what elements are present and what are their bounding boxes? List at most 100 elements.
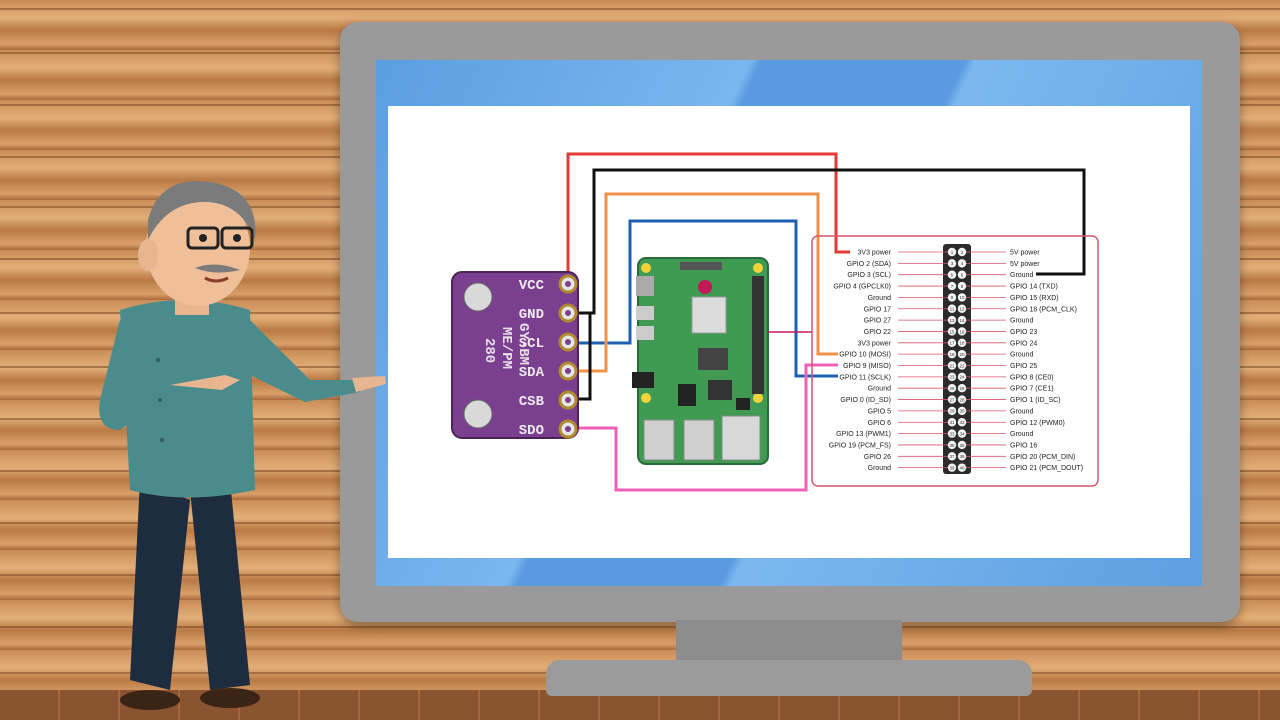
gpio-pin-even <box>957 338 967 347</box>
sensor-pin-center <box>565 368 571 374</box>
gpio-pin-even <box>957 418 967 427</box>
gpio-pin-odd <box>947 247 957 257</box>
gpio-pin-number: 38 <box>959 454 965 459</box>
gpio-pin-number: 17 <box>949 341 955 346</box>
scl-wire <box>568 219 838 378</box>
gpio-pin-number: 25 <box>949 386 955 391</box>
gpio-left-label: GPIO 6 <box>868 420 891 427</box>
gpio-pin-number: 7 <box>951 284 954 289</box>
sensor-pin-center <box>565 281 571 287</box>
gpio-right-label: Ground <box>1010 408 1033 415</box>
gpio-pin-number: 23 <box>949 375 955 380</box>
gpio-pin-even <box>957 270 967 279</box>
wires <box>566 152 1086 492</box>
gpio-pin-number: 19 <box>949 352 955 357</box>
gpio-right-label: GPIO 15 (RXD) <box>1010 295 1059 302</box>
gpio-left-label: GPIO 10 (MOSI) <box>839 352 891 359</box>
gpio-pin-number: 3 <box>951 261 954 266</box>
gpio-left-label: GPIO 19 (PCM_FS) <box>829 442 891 449</box>
gpio-pin-number: 4 <box>961 261 964 266</box>
gpio-pin-odd <box>947 281 957 291</box>
gpio-pin-number: 24 <box>959 375 965 380</box>
raspberry-pi-board <box>632 257 769 465</box>
gpio-pin-odd <box>947 418 957 427</box>
gpio-right-label: Ground <box>1010 272 1033 279</box>
gpio-pin-number: 30 <box>959 409 965 414</box>
gpio-right-label: GPIO 12 (PWM0) <box>1010 420 1065 427</box>
gpio-left-label: GPIO 3 (SCL) <box>847 272 891 279</box>
gpio-pin-number: 37 <box>949 454 955 459</box>
gpio-pin-number: 11 <box>950 307 955 312</box>
gpio-pin-number: 20 <box>959 352 965 357</box>
gpio-left-label: GPIO 27 <box>864 318 891 325</box>
gpio-left-label: GPIO 13 (PWM1) <box>836 431 891 438</box>
gpio-pin-odd <box>947 327 957 336</box>
gpio-pin-number: 32 <box>959 420 965 425</box>
sensor-pin-center <box>565 397 571 403</box>
gpio-pin-number: 39 <box>949 465 955 470</box>
gpio-pin-number: 16 <box>959 329 965 334</box>
gpio-left-label: GPIO 4 (GPCLK0) <box>833 284 891 291</box>
gpio-pin-odd <box>947 304 957 313</box>
gpio-pin-odd <box>947 429 957 438</box>
monitor-stand-neck <box>676 620 902 662</box>
gpio-right-label: GPIO 20 (PCM_DIN) <box>1010 454 1075 461</box>
gpio-left-label: GPIO 22 <box>864 329 891 336</box>
gpio-pin-even <box>957 259 967 268</box>
gpio-pin-number: 2 <box>961 250 964 255</box>
gpio-pin-odd <box>947 406 957 416</box>
gpio-pin-even <box>957 463 967 472</box>
gpio-pin-odd <box>947 463 957 472</box>
gpio-pin-number: 21 <box>949 363 955 368</box>
gpio-left-label: Ground <box>868 295 891 302</box>
board-label-1: GY-BM <box>515 323 531 365</box>
gpio-right-label: Ground <box>1010 318 1033 325</box>
sensor-pin-label: SDA <box>519 365 545 381</box>
gpio-left-label: GPIO 0 (ID_SD) <box>840 397 891 404</box>
gpio-right-label: Ground <box>1010 431 1033 438</box>
gpio-pin-even <box>957 372 967 382</box>
gpio-pin-number: 36 <box>959 443 965 448</box>
board-label-2: ME/PM <box>498 327 514 369</box>
gpio-pin-even <box>957 452 967 461</box>
gpio-pin-number: 26 <box>959 386 965 391</box>
gpio-left-label: Ground <box>868 465 891 472</box>
gpio-right-label: GPIO 25 <box>1010 363 1037 370</box>
gpio-pin-number: 15 <box>949 329 955 334</box>
gpio-pin-even <box>957 247 967 257</box>
gpio-pin-number: 35 <box>949 443 955 448</box>
gpio-pin-number: 34 <box>959 431 965 436</box>
gpio-left-label: GPIO 26 <box>864 454 891 461</box>
gpio-pin-even <box>957 406 967 416</box>
gpio-left-label: Ground <box>868 386 891 393</box>
gpio-pin-odd <box>947 259 957 268</box>
gpio-pin-number: 29 <box>949 409 955 414</box>
gpio-pin-number: 12 <box>959 307 965 312</box>
gpio-right-label: GPIO 7 (CE1) <box>1010 386 1054 393</box>
gpio-pin-number: 18 <box>959 341 965 346</box>
gpio-pin-odd <box>947 349 957 359</box>
gpio-pin-odd <box>947 338 957 347</box>
gpio-pin-odd <box>947 293 957 302</box>
gpio-right-label: GPIO 16 <box>1010 442 1037 449</box>
gpio-right-label: GPIO 8 (CE0) <box>1010 374 1054 381</box>
gpio-pin-number: 6 <box>961 273 964 278</box>
gpio-pin-odd <box>947 384 957 393</box>
gpio-right-label: 5V power <box>1010 250 1040 257</box>
gpio-pin-number: 1 <box>951 250 954 255</box>
gpio-right-label: GPIO 18 (PCM_CLK) <box>1010 306 1077 313</box>
gpio-pin-odd <box>947 372 957 382</box>
gpio-right-label: GPIO 21 (PCM_DOUT) <box>1010 465 1083 472</box>
gpio-pin-even <box>957 361 967 370</box>
gpio-right-label: GPIO 1 (ID_SC) <box>1010 397 1061 404</box>
sensor-pin-center <box>565 426 571 432</box>
gpio-pin-number: 22 <box>959 363 965 368</box>
sensor-pin-label: SDO <box>519 423 544 439</box>
gpio-pin-number: 8 <box>961 284 964 289</box>
gpio-pin-even <box>957 395 967 404</box>
sensor-pin-label: VCC <box>519 278 545 294</box>
gpio-pin-odd <box>947 270 957 279</box>
